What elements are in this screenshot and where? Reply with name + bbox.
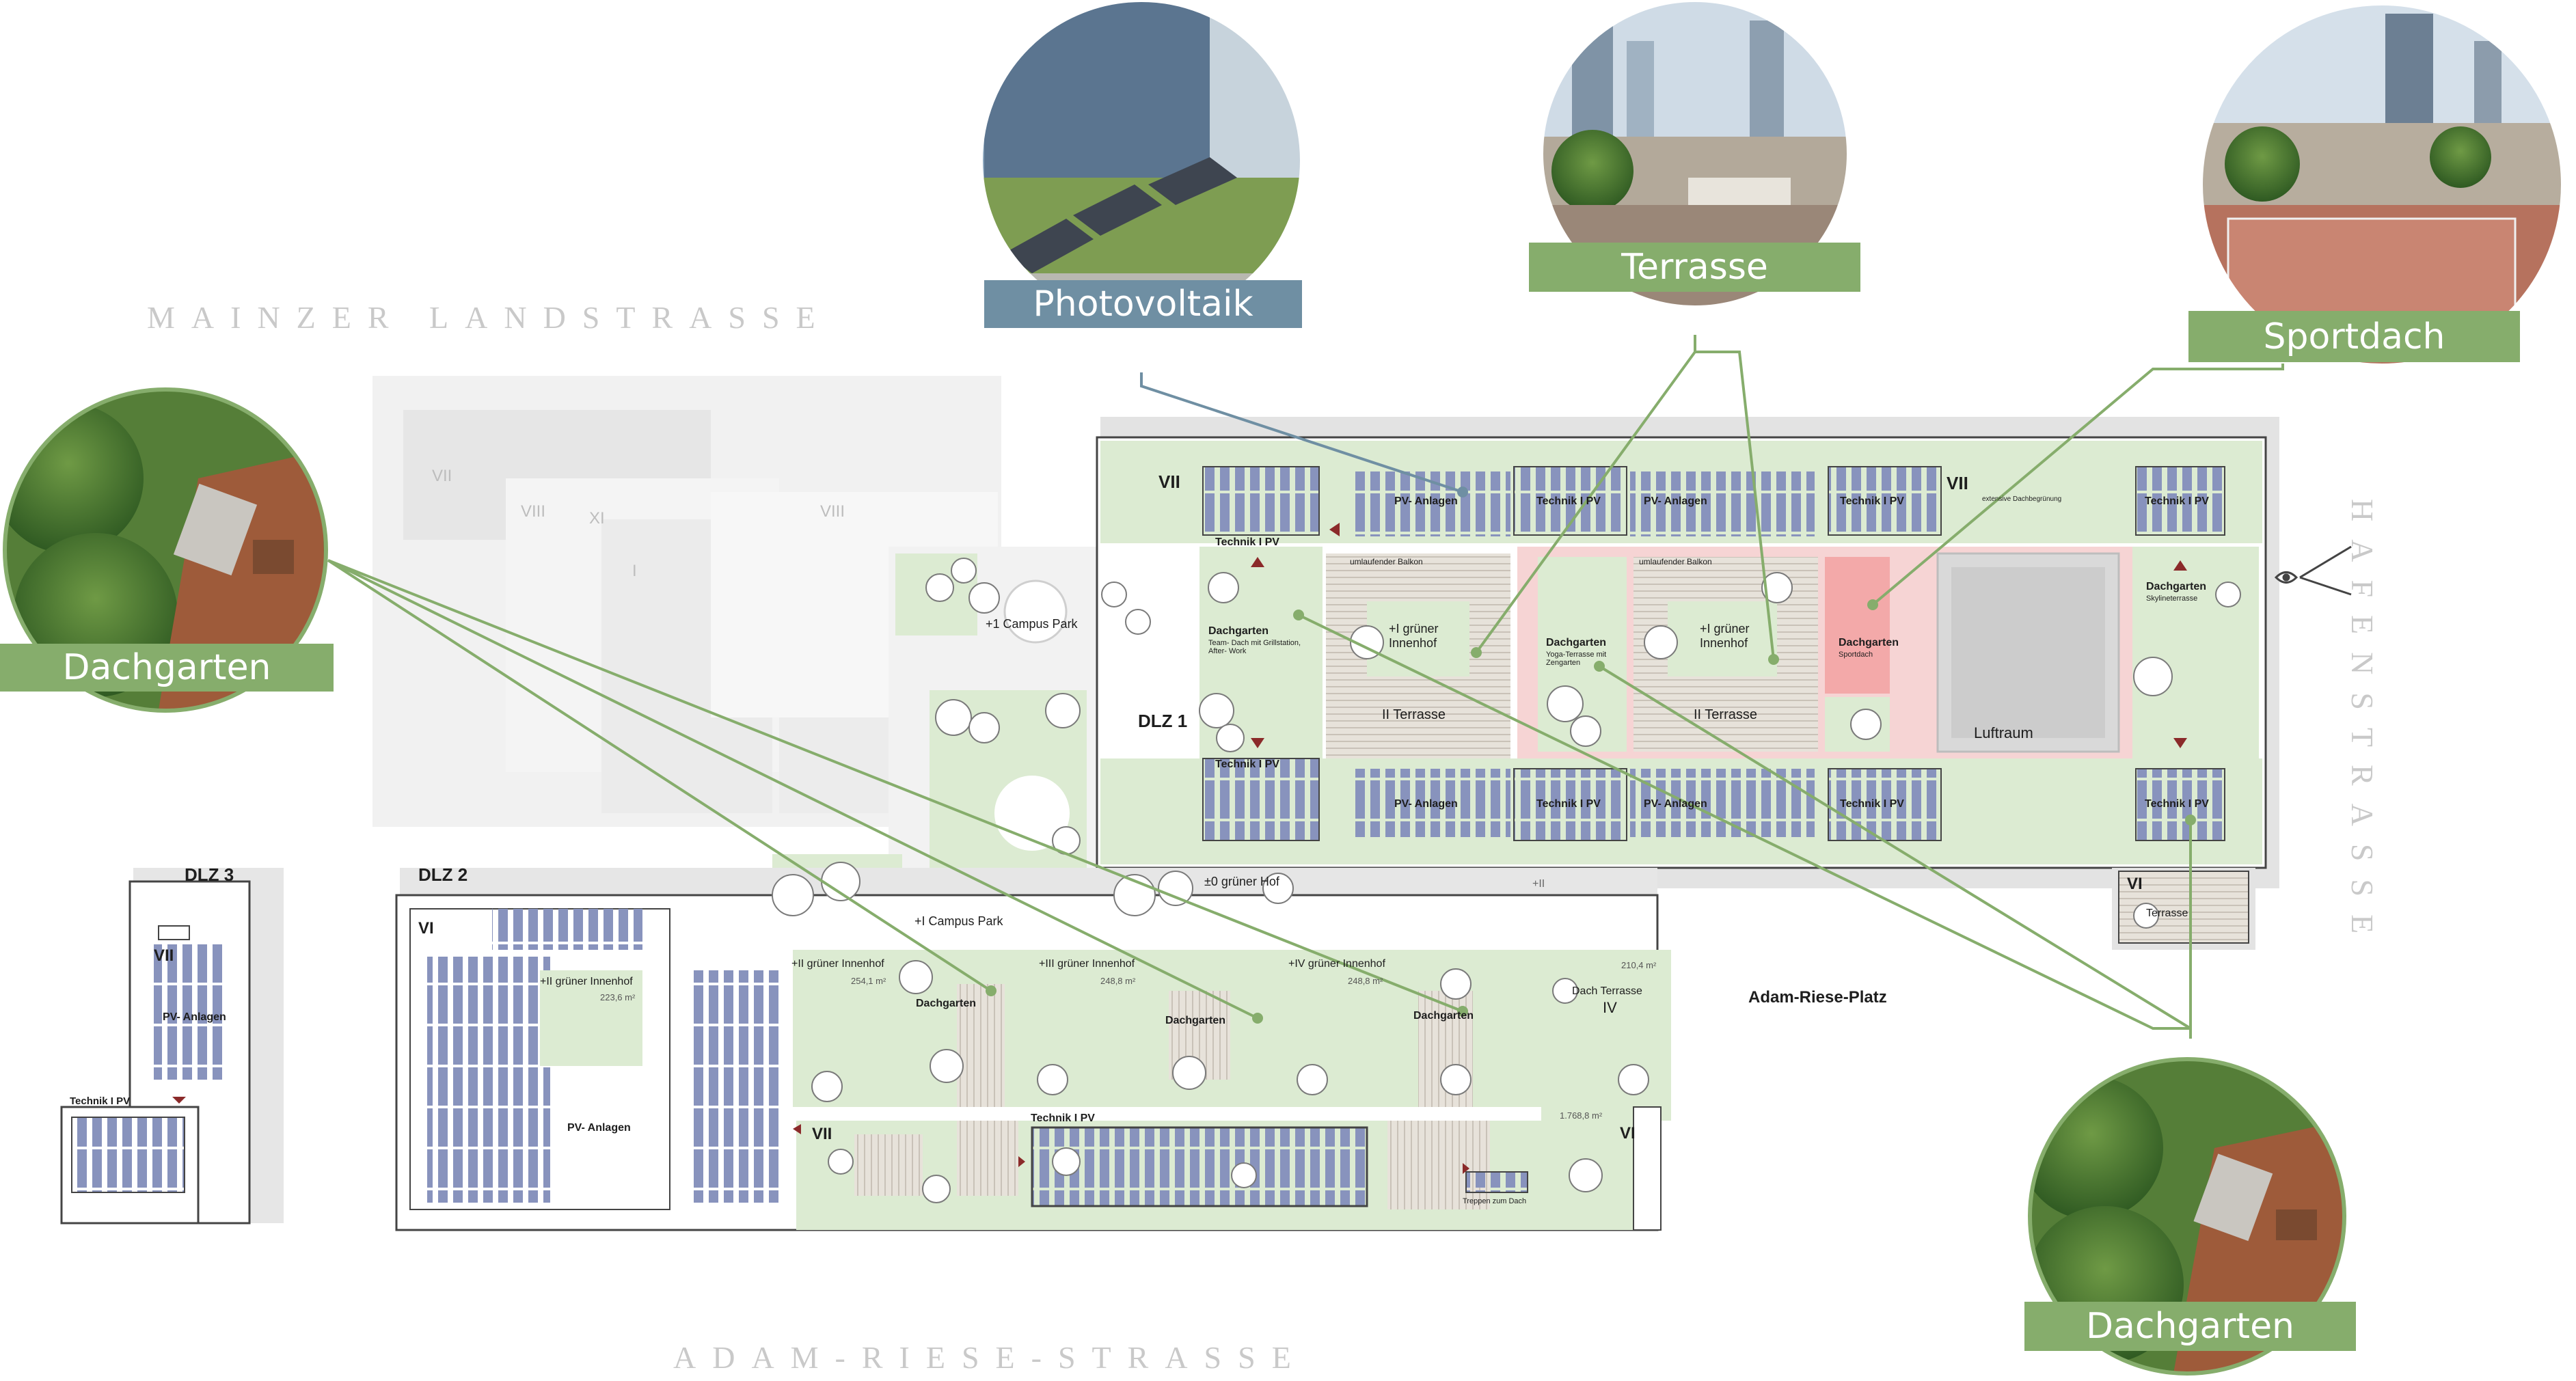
innenhof-label: +I grüner Innenhof [1389,622,1439,650]
terrasse-label: II Terrasse [1382,707,1446,722]
dachgarten-sub: Sportdach [1839,651,1873,659]
area-label: 254,1 m² [851,976,886,986]
street-south: ADAM-RIESE-STRASSE [673,1340,1307,1375]
callout-terrasse: Terrasse [1529,243,1860,292]
campus-park-label: +1 Campus Park [986,617,1078,631]
dachgarten-sub: Team- Dach mit Grillstation, After- Work [1208,639,1301,655]
floor-marker: VII [1947,473,1968,493]
technik-pv-label: Technik I PV [1031,1112,1095,1124]
dachgarten-label: Dachgarten [1839,637,1899,648]
area-label: 223,6 m² [600,992,636,1002]
innenhof-label: +II grüner Innenhof [540,976,633,987]
technik-pv-label: Technik I PV [1215,536,1279,548]
plus-ii-label: +II [1532,878,1545,890]
dachgarten-label: Dachgarten [1165,1015,1226,1026]
street-east: HAFENSTRASSE [2345,499,2380,952]
dach-terrasse-label: Dach Terrasse [1572,985,1642,997]
pv-anlagen-label: PV- Anlagen [567,1122,631,1134]
gruener-hof-label: ±0 grüner Hof [1204,875,1279,888]
area-label: 210,4 m² [1621,960,1657,970]
dlz1-label: DLZ 1 [1138,711,1188,731]
innenhof-label: +IV grüner Innenhof [1288,958,1385,970]
dachgarten-sub: Skylineterrasse [2146,594,2198,603]
trees [772,558,2241,1203]
terrasse-small-label: Terrasse [2146,907,2188,919]
floor-marker: VI [1620,1124,1636,1143]
dlz3-label: DLZ 3 [185,864,234,885]
technik-pv-label: Technik I PV [1840,798,1904,810]
terrasse-label: II Terrasse [1694,707,1757,722]
connector-dots [986,487,2196,1024]
callout-photovoltaik: Photovoltaik [984,280,1302,328]
luftraum-label: Luftraum [1974,724,2033,741]
technik-pv-label: Technik I PV [1536,798,1601,810]
street-north: MAINZER LANDSTRASSE [147,300,832,335]
innenhof-label: +III grüner Innenhof [1039,958,1135,970]
technik-pv-label: Technik I PV [1840,495,1904,507]
technik-pv-label: Technik I PV [70,1095,131,1107]
pv-anlagen-label: PV- Anlagen [1394,798,1458,810]
pv-anlagen-label: PV- Anlagen [1644,798,1707,810]
dlz2-label: DLZ 2 [418,864,468,885]
balkon-label: umlaufender Balkon [1639,557,1712,566]
pv-anlagen-label: PV- Anlagen [163,1011,226,1023]
technik-pv-label: Technik I PV [1215,758,1279,770]
floor-marker: VIII [820,502,845,521]
floor-marker: VII [812,1125,832,1143]
area-label: 248,8 m² [1348,976,1383,986]
callout-dachgarten-right: Dachgarten [2024,1302,2356,1351]
pv-anlagen-label: PV- Anlagen [1394,495,1458,507]
floor-marker: VII [432,467,452,485]
dachgarten-label: Dachgarten [916,998,977,1009]
treppen-label: Treppen zum Dach [1463,1197,1527,1205]
existing-buildings [372,376,1001,827]
technik-pv-label: Technik I PV [2145,495,2209,507]
callout-sportdach: Sportdach [2188,311,2520,362]
floor-marker: VIII [521,502,546,521]
dachgarten-label: Dachgarten [1546,637,1607,648]
floor-marker: VII [1158,471,1180,492]
area-label: 1.768,8 m² [1560,1110,1603,1121]
dachgarten-label: Dachgarten [2146,581,2207,592]
technik-pv-label: Technik I PV [1536,495,1601,507]
extensive-label: extensive Dachbegrünung [1982,495,2062,503]
floor-marker: VI [2127,875,2143,893]
area-label: 248,8 m² [1100,976,1136,986]
dlz1-building [1096,417,2279,950]
dlz2-building [395,868,1671,1231]
callout-dachgarten-left: Dachgarten [0,644,334,692]
innenhof-label: +I grüner Innenhof [1700,622,1750,650]
adam-riese-platz-label: Adam-Riese-Platz [1748,988,1887,1007]
pv-anlagen-label: PV- Anlagen [1644,495,1707,507]
floor-marker: VII [154,946,174,965]
floor-marker: XI [589,509,605,528]
callout-connectors [327,335,2284,1039]
dachgarten-label: Dachgarten [1413,1010,1474,1022]
dlz3-building [60,868,284,1225]
dachgarten-label: Dachgarten [1208,625,1269,637]
balkon-label: umlaufender Balkon [1350,557,1423,566]
technik-pv-label: Technik I PV [2145,798,2209,810]
innenhof-label: +II grüner Innenhof [791,958,884,970]
floor-marker: I [632,562,637,580]
floor-marker: IV [1603,999,1617,1016]
viewpoint-eye-icon [2274,545,2352,596]
floor-marker: VI [418,919,434,938]
campus-park-label: +I Campus Park [914,914,1003,928]
dachgarten-sub: Yoga-Terrasse mit Zengarten [1546,651,1607,667]
